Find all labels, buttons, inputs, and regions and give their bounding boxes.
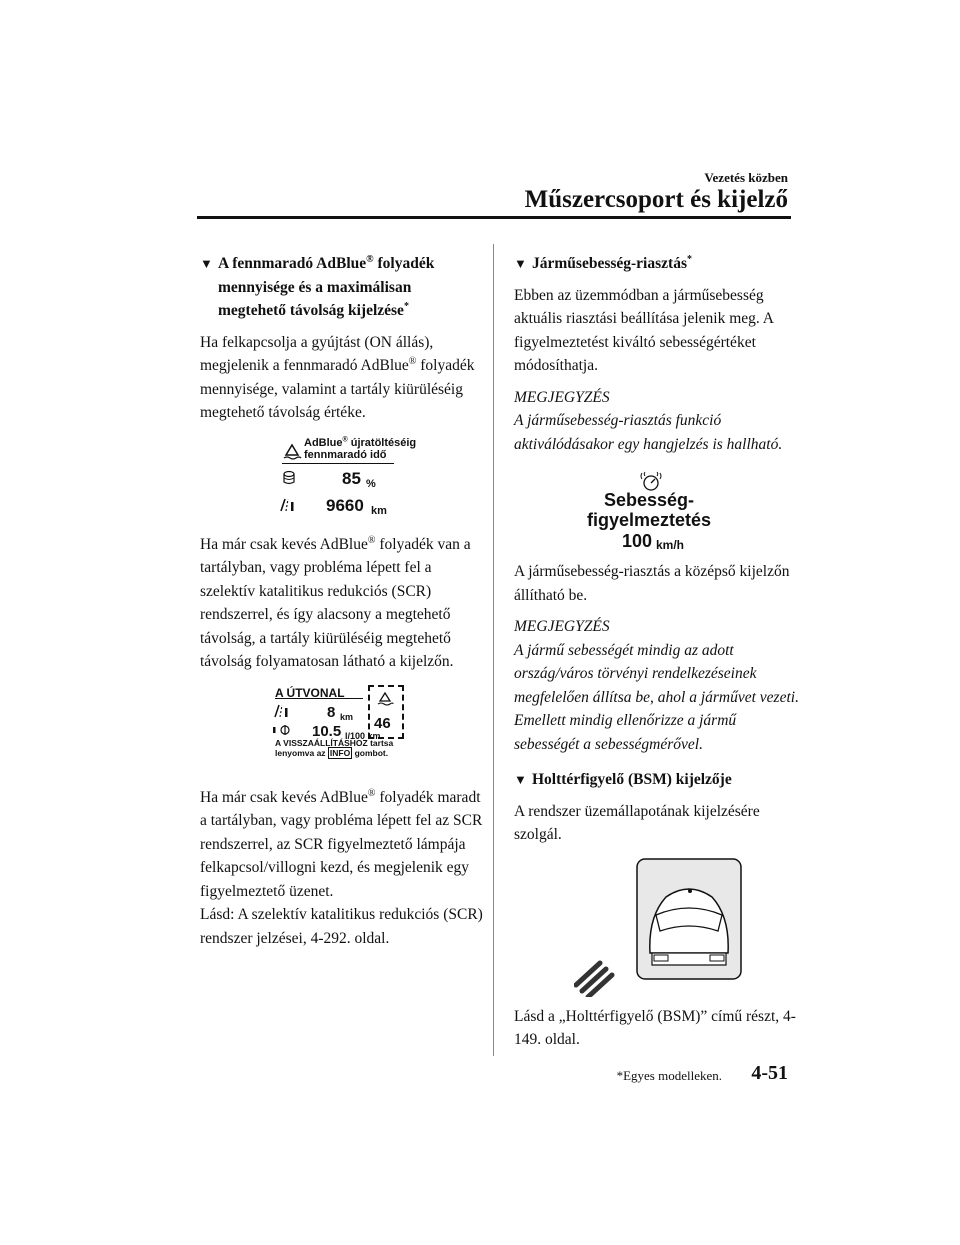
adblue-percent-unit: % bbox=[366, 477, 376, 490]
header-rule bbox=[197, 216, 791, 219]
bsm-paragraph: A rendszer üzemállapotának kijelzésére s… bbox=[514, 802, 760, 844]
triangle-marker-icon: ▼ bbox=[200, 256, 213, 271]
adblue-refill-icon bbox=[377, 691, 394, 706]
trip-reset-hint: A VISSZAÁLLÍTÁSHOZ tartsa lenyomva az IN… bbox=[275, 737, 394, 759]
speed-alert-figure: Sebesség- figyelmeztetés 100 km/h bbox=[514, 470, 784, 552]
column-divider bbox=[493, 244, 494, 1056]
adblue-display-figure: AdBlue® újratöltéséig fennmaradó idő 85 … bbox=[200, 433, 485, 519]
speed-alert-label-2: figyelmeztetés bbox=[586, 510, 712, 530]
adblue-paragraph-2: Ha már csak kevés AdBlue® folyadék van a… bbox=[200, 534, 471, 670]
speed-alert-value: 100 bbox=[622, 531, 653, 551]
bsm-figure bbox=[514, 857, 784, 997]
adblue-paragraph-3: Ha már csak kevés AdBlue® folyadék marad… bbox=[200, 787, 483, 947]
triangle-marker-icon: ▼ bbox=[514, 256, 527, 271]
page-title: Műszercsoport és kijelző bbox=[524, 186, 788, 213]
page-number: 4-51 bbox=[751, 1062, 788, 1084]
bsm-heading: ▼ Holttérfigyelő (BSM) kijelzője bbox=[514, 768, 799, 792]
speed-alert-setting-text: A járműsebesség-riasztás a középső kijel… bbox=[514, 563, 790, 604]
figure-rule bbox=[275, 697, 363, 699]
fuel-consumption-icon bbox=[273, 724, 290, 735]
section-label: Vezetés közben bbox=[704, 170, 788, 185]
speed-alert-paragraph: Ebben az üzemmódban a járműsebesség aktu… bbox=[514, 286, 774, 375]
adblue-heading: ▼ A fennmaradó AdBlue® folyadék mennyisé… bbox=[200, 253, 435, 319]
adblue-range-unit: km bbox=[371, 504, 387, 517]
adblue-paragraph-1: Ha felkapcsolja a gyújtást (ON állás), m… bbox=[200, 333, 475, 422]
trip-distance-value: 8 bbox=[327, 703, 336, 721]
bsm-car-icon bbox=[574, 857, 742, 997]
adblue-range-box bbox=[368, 684, 404, 739]
figure-rule bbox=[282, 462, 394, 464]
bsm-reference-text: Lásd a „Holttérfigyelő (BSM)” című részt… bbox=[514, 1007, 796, 1049]
road-icon bbox=[280, 498, 294, 511]
adblue-refill-icon bbox=[283, 443, 302, 460]
speed-alert-unit: km/h bbox=[656, 538, 685, 552]
adblue-percent-value: 85 bbox=[342, 468, 361, 488]
speed-alert-label-1: Sebesség- bbox=[603, 490, 695, 510]
fuel-consumption-value: 10.5 bbox=[312, 722, 342, 740]
trip-title: A ÚTVONAL bbox=[275, 685, 345, 700]
adblue-box-value: 46 bbox=[374, 714, 391, 732]
triangle-marker-icon: ▼ bbox=[514, 772, 527, 787]
footnote: *Egyes modelleken. bbox=[616, 1068, 722, 1083]
speed-alert-heading: ▼ Járműsebesség-riasztás* bbox=[514, 252, 799, 276]
speed-alert-icon bbox=[640, 471, 662, 491]
info-key: INFO bbox=[327, 746, 353, 759]
note-text: A járműsebesség-riasztás funkció aktivál… bbox=[514, 412, 783, 453]
note-title: MEGJEGYZÉS bbox=[514, 388, 610, 406]
trip-distance-unit: km bbox=[340, 711, 354, 722]
left-column: ▼ A fennmaradó AdBlue® folyadék mennyisé… bbox=[200, 252, 485, 958]
note-text: A jármű sebességét mindig az adott orszá… bbox=[514, 641, 799, 753]
fuel-consumption-unit: l/100 km bbox=[345, 730, 381, 741]
right-column: ▼ Járműsebesség-riasztás* Ebben az üzemm… bbox=[514, 252, 799, 1060]
adblue-range-value: 9660 bbox=[326, 495, 364, 515]
trip-display-figure: A ÚTVONAL 46 8 km 10.5 l/100 km A VISSZA… bbox=[200, 682, 485, 766]
reference-text: Lásd: A szelektív katalitikus redukciós … bbox=[200, 906, 483, 947]
tank-icon bbox=[283, 470, 295, 484]
road-icon bbox=[274, 704, 288, 717]
note-title: MEGJEGYZÉS bbox=[514, 618, 610, 635]
